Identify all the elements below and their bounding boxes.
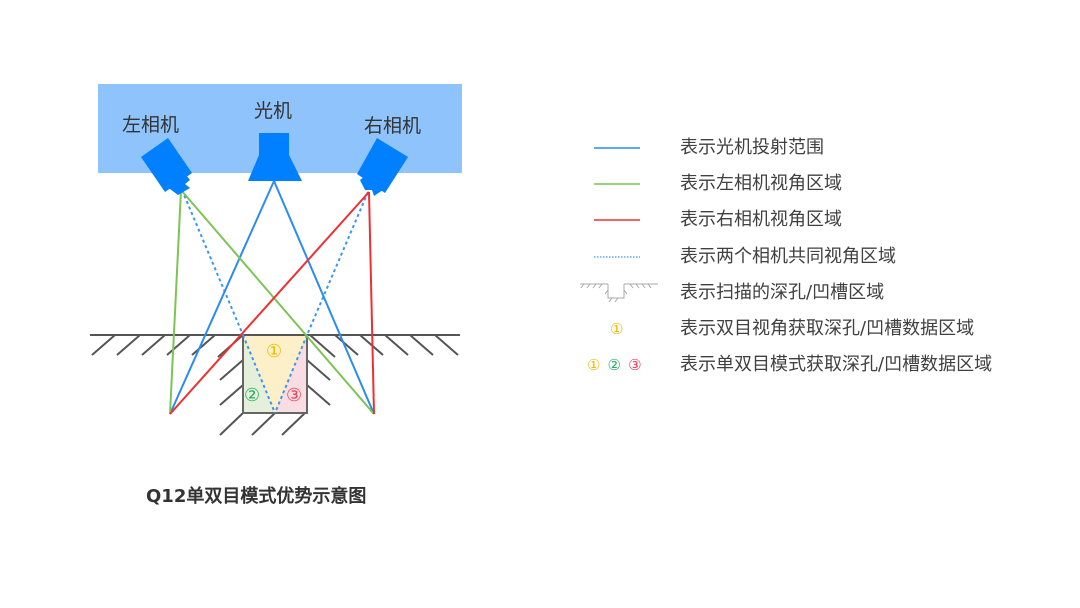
projector-lines [169,180,375,415]
legend-text: 表示左相机视角区域 [680,173,842,194]
red-line-icon [594,219,640,221]
left-camera-lines [169,189,375,415]
legend-text: 表示光机投射范围 [680,137,824,158]
circle-2-icon: ② [607,356,621,374]
region-1-marker: ① [266,341,283,362]
right-camera-icon [357,138,408,196]
ground-hatching [90,334,460,436]
legend-text: 表示扫描的深孔/凹槽区域 [680,282,885,303]
shared-view-lines [181,189,369,414]
legend-text: 表示两个相机共同视角区域 [680,246,896,267]
left-camera-label: 左相机 [122,114,180,136]
groove-icon [580,283,658,303]
legend-item-projector: 表示光机投射范围 [580,135,1060,161]
legend-item-right-camera: 表示右相机视角区域 [580,207,1060,233]
legend-text: 表示单双目模式获取深孔/凹槽数据区域 [680,354,993,375]
blue-line-icon [594,147,640,149]
legend-item-mono-binocular-region: ① ② ③ 表示单双目模式获取深孔/凹槽数据区域 [580,352,1060,378]
legend-text: 表示右相机视角区域 [680,209,842,230]
legend-item-binocular-region: ① 表示双目视角获取深孔/凹槽数据区域 [580,316,1060,342]
dotted-line-icon [594,256,640,258]
left-camera-icon [141,138,192,195]
projector-icon [248,133,302,181]
right-camera-label: 右相机 [364,115,422,137]
legend-item-left-camera: 表示左相机视角区域 [580,171,1060,197]
diagram-title: Q12单双目模式优势示意图 [146,486,367,507]
projector-label: 光机 [254,100,293,122]
region-1-fill [243,335,307,413]
region-2-marker: ② [244,385,261,406]
circle-3-icon: ③ [628,356,642,374]
legend-item-groove: 表示扫描的深孔/凹槽区域 [580,280,1060,306]
legend-item-shared-view: 表示两个相机共同视角区域 [580,244,1060,270]
region-3-marker: ③ [286,385,303,406]
legend-text: 表示双目视角获取深孔/凹槽数据区域 [680,318,975,339]
right-camera-lines [169,191,375,415]
circle-1-icon: ① [610,320,624,338]
circle-1-icon: ① [587,356,601,374]
green-line-icon [594,183,640,185]
